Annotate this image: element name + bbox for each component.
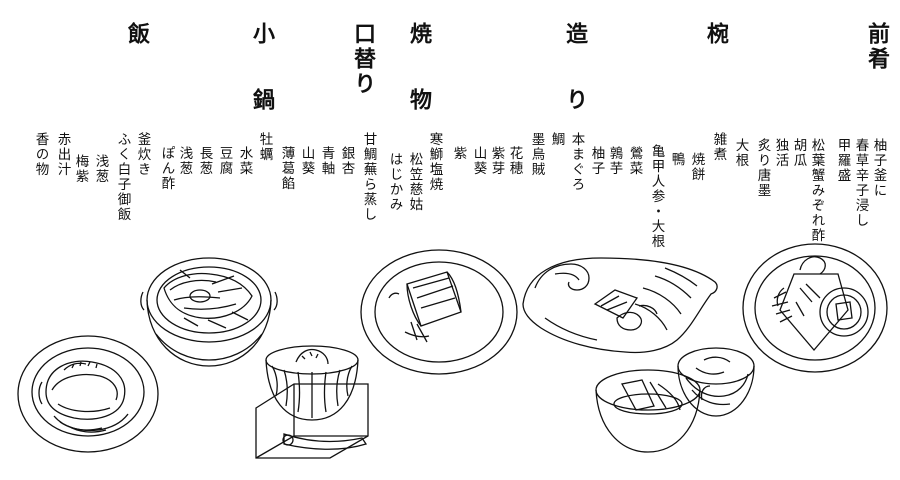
steamed-bowl-icon xyxy=(250,340,374,458)
menu-item: 柚子 xyxy=(588,146,605,176)
menu-item: 甘鯛蕪ら蒸し xyxy=(360,132,377,222)
menu-item: 松笠慈姑 xyxy=(406,152,423,212)
category-heading-zensai: 前肴 xyxy=(864,22,890,72)
menu-item: 大根 xyxy=(732,138,749,168)
menu-item: 本まぐろ xyxy=(568,132,585,192)
menu-item: 梅紫 xyxy=(72,154,89,184)
menu-item: 花穂 xyxy=(506,146,523,176)
menu-item: 浅葱 xyxy=(176,146,193,176)
menu-item: 青軸 xyxy=(318,146,335,176)
menu-item: 墨烏賊 xyxy=(528,132,545,177)
menu-item: 寒鰤塩焼 xyxy=(426,132,443,192)
lidded-soup-bowl-icon xyxy=(592,340,762,466)
menu-item: 水菜 xyxy=(236,146,253,176)
crane-sashimi-plate-icon xyxy=(515,248,725,356)
menu-item: 赤出汁 xyxy=(54,132,71,177)
menu-item: 松葉蟹みぞれ酢 xyxy=(808,138,825,243)
menu-item: 鴨 xyxy=(668,152,685,167)
menu-item: 香の物 xyxy=(32,132,49,177)
menu-item: 柚子釜に xyxy=(870,138,887,198)
menu-item: 豆腐 xyxy=(216,146,233,176)
grilled-fish-plate-icon xyxy=(355,240,523,380)
category-heading-tsukuri: 造り xyxy=(562,22,588,154)
menu-item: 紫 xyxy=(450,146,467,161)
category-heading-kuchigawari: 口替り xyxy=(350,22,376,97)
menu-item: 長葱 xyxy=(196,146,213,176)
clay-pot-icon xyxy=(140,248,278,380)
menu-item: 春草辛子浸し xyxy=(852,138,869,228)
menu-item: 鶉芋 xyxy=(606,146,623,176)
category-heading-konabe: 小鍋 xyxy=(249,22,275,154)
menu-item: ぽん酢 xyxy=(158,146,175,191)
menu-item: 独活 xyxy=(772,138,789,168)
menu-item: 釜炊き xyxy=(134,132,151,177)
menu-item: 紫芽 xyxy=(488,146,505,176)
menu-item: 銀杏 xyxy=(338,146,355,176)
menu-item: はじかみ xyxy=(386,152,403,212)
category-heading-yakimono: 焼物 xyxy=(406,22,432,154)
menu-item: 薄葛餡 xyxy=(278,146,295,191)
menu-item: 鶯菜 xyxy=(626,146,643,176)
menu-item: 炙り唐墨 xyxy=(754,138,771,198)
menu-item: 山葵 xyxy=(298,146,315,176)
menu-item: 胡瓜 xyxy=(790,138,807,168)
menu-item: 甲羅盛 xyxy=(834,138,851,183)
menu-item: 牡蠣 xyxy=(256,132,273,162)
rice-plate-icon xyxy=(12,318,164,458)
category-heading-meshi: 飯 xyxy=(124,22,150,47)
menu-item: 山葵 xyxy=(470,146,487,176)
menu-item: 鯛 xyxy=(548,132,565,147)
menu-item: 亀甲人参・大根 xyxy=(648,144,665,249)
menu-item: ふく白子御飯 xyxy=(114,132,131,222)
category-heading-wan: 椀 xyxy=(703,22,729,47)
menu-item: 浅葱 xyxy=(92,154,109,184)
menu-item: 雑煮 xyxy=(710,132,727,162)
appetizer-platter-icon xyxy=(740,240,890,380)
menu-item: 焼餅 xyxy=(688,152,705,182)
